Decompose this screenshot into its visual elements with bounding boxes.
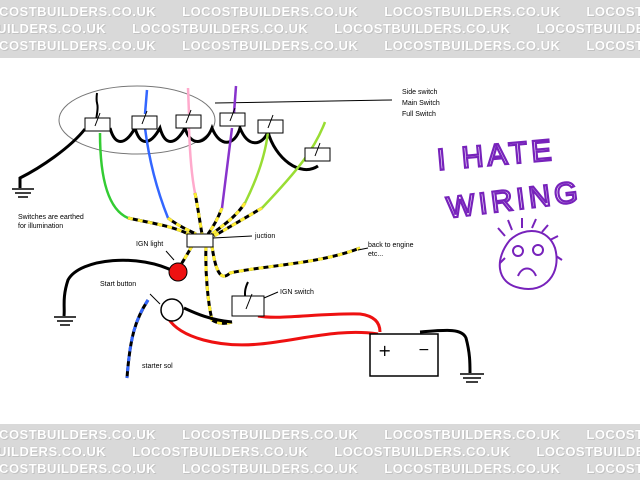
label-side-switch: Side switch [402,89,438,96]
earth-symbol-ign [54,316,76,326]
watermark-row: LOCOSTBUILDERS.CO.UK LOCOSTBUILDERS.CO.UK… [0,38,640,53]
label-start-button: Start button [100,281,136,288]
junction-box [186,233,214,248]
ign-light-earth-wire [62,258,176,317]
watermark-text: LOCOSTBUILDERS.CO.UK [334,21,511,36]
watermark-row: LOCOSTBUILDERS.CO.UK LOCOSTBUILDERS.CO.UK… [0,444,640,459]
watermark-text: LOCOSTBUILDERS.CO.UK [0,4,157,19]
label-ign-switch: IGN switch [280,289,314,296]
watermark-text: LOCOSTBUILDERS.CO.UK [0,21,107,36]
handwriting-line-1: I HATE [436,134,557,177]
watermark-text: LOCOSTBUILDERS.CO.UK [0,444,107,459]
watermark-text: LOCOSTBUILDERS.CO.UK [384,38,561,53]
label-junction: juction [254,233,275,240]
label-full-switch: Full Switch [402,111,436,118]
wiring-diagram: Side switch Main Switch Full Switch Swit… [12,85,585,383]
ign-light-bulb [168,262,188,282]
pink-wire-top [186,87,191,115]
watermark-text: LOCOSTBUILDERS.CO.UK [182,38,359,53]
blue-wire-top [143,89,149,115]
watermark-text: LOCOSTBUILDERS.CO.UK [384,461,561,476]
watermark-row: LOCOSTBUILDERS.CO.UK LOCOSTBUILDERS.CO.UK… [0,461,640,476]
switch-levers [94,107,321,157]
label-main-switch: Main Switch [402,100,440,107]
dashed-wires [125,192,361,379]
watermark-text: LOCOSTBUILDERS.CO.UK [586,4,640,19]
earth-wire [18,128,87,188]
watermark-row: LOCOSTBUILDERS.CO.UK LOCOSTBUILDERS.CO.UK… [0,4,640,19]
watermark-band-top: LOCOSTBUILDERS.CO.UK LOCOSTBUILDERS.CO.UK… [0,0,640,58]
label-back-to-engine-1: back to engine [368,242,414,249]
switch-boxes [84,112,331,162]
watermark-text: LOCOSTBUILDERS.CO.UK [0,427,157,442]
purple-wire [220,127,234,209]
yellow-green-wire [243,131,270,204]
watermark-text: LOCOSTBUILDERS.CO.UK [182,4,359,19]
battery-symbol [369,333,439,377]
start-battery-wire [166,317,379,347]
watermark-band-bottom: LOCOSTBUILDERS.CO.UK LOCOSTBUILDERS.CO.UK… [0,424,640,480]
ign-to-start-wire [183,306,233,324]
watermark-text: LOCOSTBUILDERS.CO.UK [586,427,640,442]
watermark-row: LOCOSTBUILDERS.CO.UK LOCOSTBUILDERS.CO.UK… [0,427,640,442]
watermark-text: LOCOSTBUILDERS.CO.UK [536,21,640,36]
watermark-text: LOCOSTBUILDERS.CO.UK [182,461,359,476]
label-starter-sol: starter sol [142,363,173,370]
sad-face-doodle [497,218,563,291]
earth-symbol-battery [460,373,484,383]
watermark-text: LOCOSTBUILDERS.CO.UK [132,21,309,36]
battery-earth-wire [419,328,472,374]
earth-symbol-left [12,188,34,198]
battery-plus: + [378,341,391,360]
handwriting-line-2: WIRING [445,176,584,225]
watermark-text: LOCOSTBUILDERS.CO.UK [0,38,157,53]
watermark-row: LOCOSTBUILDERS.CO.UK LOCOSTBUILDERS.CO.UK… [0,21,640,36]
watermark-text: LOCOSTBUILDERS.CO.UK [536,444,640,459]
label-back-to-engine-2: etc... [368,251,383,258]
ign-switch-battery-wire [257,312,382,333]
label-ign-light: IGN light [136,241,163,248]
green-wire [98,132,129,220]
pink-wire [187,127,197,194]
label-earthed-2: for illumination [18,223,63,230]
watermark-text: LOCOSTBUILDERS.CO.UK [132,444,309,459]
ign-switch-box [231,295,265,317]
watermark-text: LOCOSTBUILDERS.CO.UK [586,38,640,53]
label-earthed-1: Switches are earthed [18,214,84,221]
watermark-text: LOCOSTBUILDERS.CO.UK [384,4,561,19]
blue-wire [143,127,170,219]
watermark-text: LOCOSTBUILDERS.CO.UK [182,427,359,442]
switch-group-pointer [214,99,393,104]
battery-minus: − [418,342,430,358]
watermark-text: LOCOSTBUILDERS.CO.UK [0,461,157,476]
light-green-wire [261,121,327,209]
watermark-text: LOCOSTBUILDERS.CO.UK [334,444,511,459]
junction-pointer [212,235,253,239]
watermark-text: LOCOSTBUILDERS.CO.UK [384,427,561,442]
watermark-text: LOCOSTBUILDERS.CO.UK [586,461,640,476]
start-button-symbol [160,298,184,322]
switch-group-ellipse [58,85,216,155]
earth-loop-wire [108,123,319,172]
